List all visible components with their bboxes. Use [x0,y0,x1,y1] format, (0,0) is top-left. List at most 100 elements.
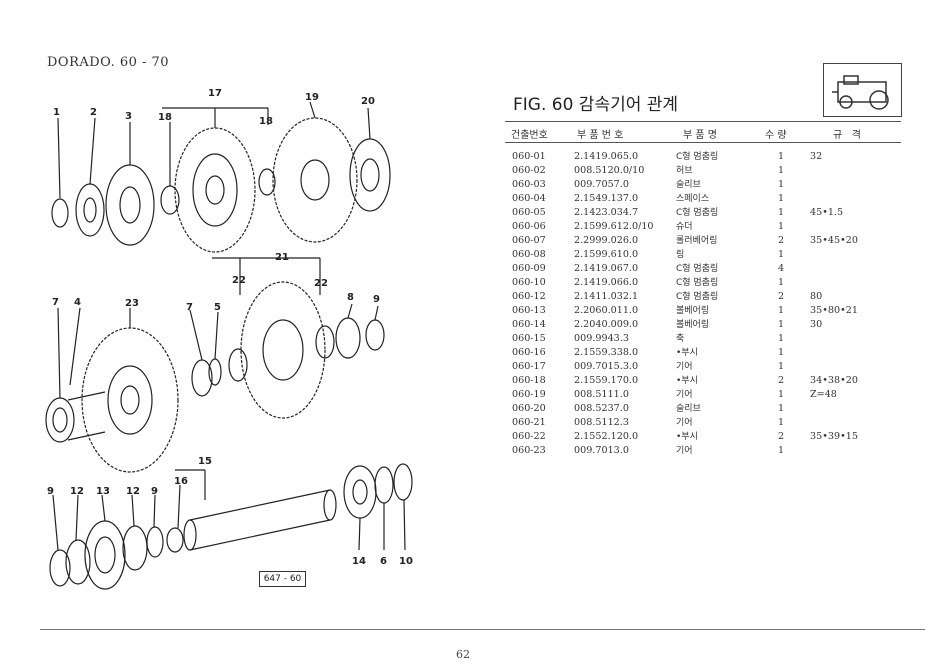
bushing-18a [160,185,180,215]
part-number: 2.1549.137.0 [574,193,639,204]
part-name: 축 [676,334,685,344]
part-name: •부시 [676,432,698,442]
gear-21 [240,281,326,419]
part-name: 스페이스 [676,194,710,204]
callout-3: 3 [125,111,132,122]
part-number: 009.7015.3.0 [574,361,639,372]
part-quantity: 1 [778,319,785,330]
part-code: 060-17 [512,361,546,372]
part-code: 060-08 [512,249,546,260]
part-code: 060-19 [512,389,546,400]
part-name: C형 멈춤링 [676,208,719,218]
part-number: 008.5111.0 [574,389,629,400]
part-code: 060-02 [512,165,546,176]
callout-16: 16 [174,476,188,487]
snap-ring-12a [65,539,91,585]
col-header-quantity: 수 량 [765,130,787,141]
part-quantity: 1 [778,207,785,218]
callout-21: 21 [275,252,289,263]
part-name: 볼베어링 [676,320,710,330]
part-name: •부시 [676,348,698,358]
gear-23 [81,327,179,473]
spacer-5 [208,358,222,386]
callout-12b: 12 [126,486,140,497]
part-quantity: 1 [778,165,785,176]
part-quantity: 1 [778,403,785,414]
sleeve-3 [105,164,155,246]
callout-1: 1 [53,107,60,118]
part-number: 2.1599.612.0/10 [574,221,654,232]
part-spec: 80 [810,291,823,302]
part-quantity: 2 [778,431,785,442]
part-code: 060-23 [512,445,546,456]
part-quantity: 1 [778,249,785,260]
callout-14: 14 [352,556,366,567]
part-code: 060-22 [512,431,546,442]
part-spec: 35•80•21 [810,305,858,316]
part-name: C형 멈춤링 [676,278,719,288]
part-number: 2.1419.066.0 [574,277,639,288]
part-name: 기어 [676,362,693,372]
part-name: 슈더 [676,222,693,232]
callout-17: 17 [208,88,222,99]
hub-2 [75,183,105,237]
part-number: 2.2999.026.0 [574,235,639,246]
exploded-gear-diagram: 1 2 3 17 18 18 19 20 21 22 22 7 4 23 7 5… [45,88,413,590]
part-quantity: 1 [778,347,785,358]
part-name: C형 멈춤링 [676,264,719,274]
part-code: 060-01 [512,151,546,162]
part-quantity: 2 [778,375,785,386]
part-quantity: 1 [778,151,785,162]
part-code: 060-09 [512,263,546,274]
part-code: 060-16 [512,347,546,358]
part-name: 슬리브 [676,180,701,190]
callout-7a: 7 [52,297,59,308]
snap-ring-12b [122,525,148,571]
callout-19: 19 [305,92,319,103]
part-code: 060-15 [512,333,546,344]
part-quantity: 1 [778,305,785,316]
part-code: 060-20 [512,403,546,414]
model-header: DORADO. 60 - 70 [47,55,170,70]
gear-17 [174,127,256,253]
snap-ring-9a [365,319,385,351]
part-quantity: 1 [778,445,785,456]
part-quantity: 1 [778,361,785,372]
table-row: 060-17 009.7015.3.0 기어 1 [512,360,902,374]
part-quantity: 1 [778,277,785,288]
callout-5: 5 [214,302,221,313]
ball-bearing-13 [84,520,126,590]
logo-box [823,63,902,117]
part-number: 2.1411.032.1 [574,291,639,302]
part-code: 060-21 [512,417,546,428]
part-code: 060-05 [512,207,546,218]
callout-10: 10 [399,556,413,567]
part-name: 링 [676,250,685,260]
part-number: 2.1599.610.0 [574,249,639,260]
col-header-part-name: 부 품 명 [683,130,717,141]
part-quantity: 1 [778,221,785,232]
callout-22b: 22 [314,278,328,289]
part-name: 기어 [676,390,693,400]
snap-ring-10 [393,463,413,501]
page-number: 62 [456,648,470,661]
part-spec: 45•1.5 [810,207,844,218]
tractor-icon [832,75,889,110]
part-quantity: 2 [778,235,785,246]
part-name: C형 멈춤링 [676,152,719,162]
part-name: 롤러베어링 [676,236,718,246]
figure-title: FIG. 60 감속기어 관계 [513,95,679,115]
part-spec: 34•38•20 [810,375,858,386]
part-quantity: 2 [778,291,785,302]
callout-15: 15 [198,456,212,467]
